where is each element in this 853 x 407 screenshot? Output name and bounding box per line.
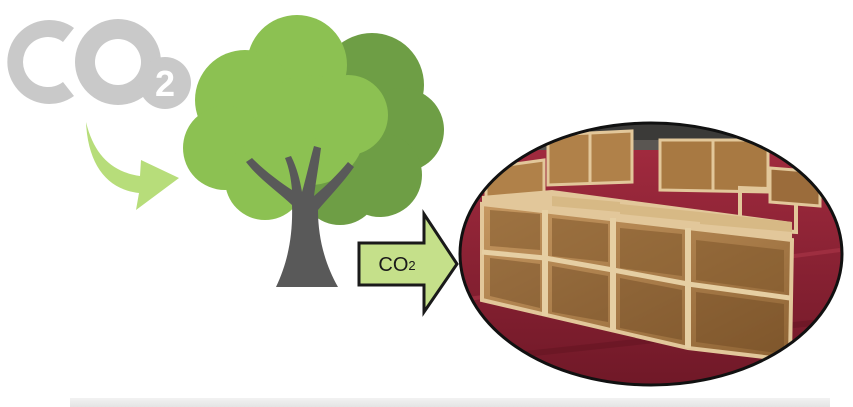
curved-arrow [86, 122, 179, 210]
curved-arrow-shaft [86, 122, 179, 210]
bottom-strip [70, 398, 830, 407]
tree [183, 15, 444, 287]
furniture-photo [460, 123, 842, 385]
tree-foliage-light [183, 15, 388, 220]
co2-logo-letter-c [7, 20, 75, 105]
tree-trunk [246, 146, 354, 287]
co2-block-arrow-label-subscript: 2 [408, 257, 416, 273]
furniture-photo-frame [458, 121, 844, 387]
co2-logo-subscript: 2 [155, 63, 175, 104]
co2-block-arrow [357, 209, 459, 317]
co2-block-arrow-label-text: CO [378, 253, 409, 276]
co2-logo-subscript-bubble [139, 57, 191, 109]
co2-logo: 2 [7, 19, 191, 109]
co2-block-arrow-shape [357, 209, 459, 317]
